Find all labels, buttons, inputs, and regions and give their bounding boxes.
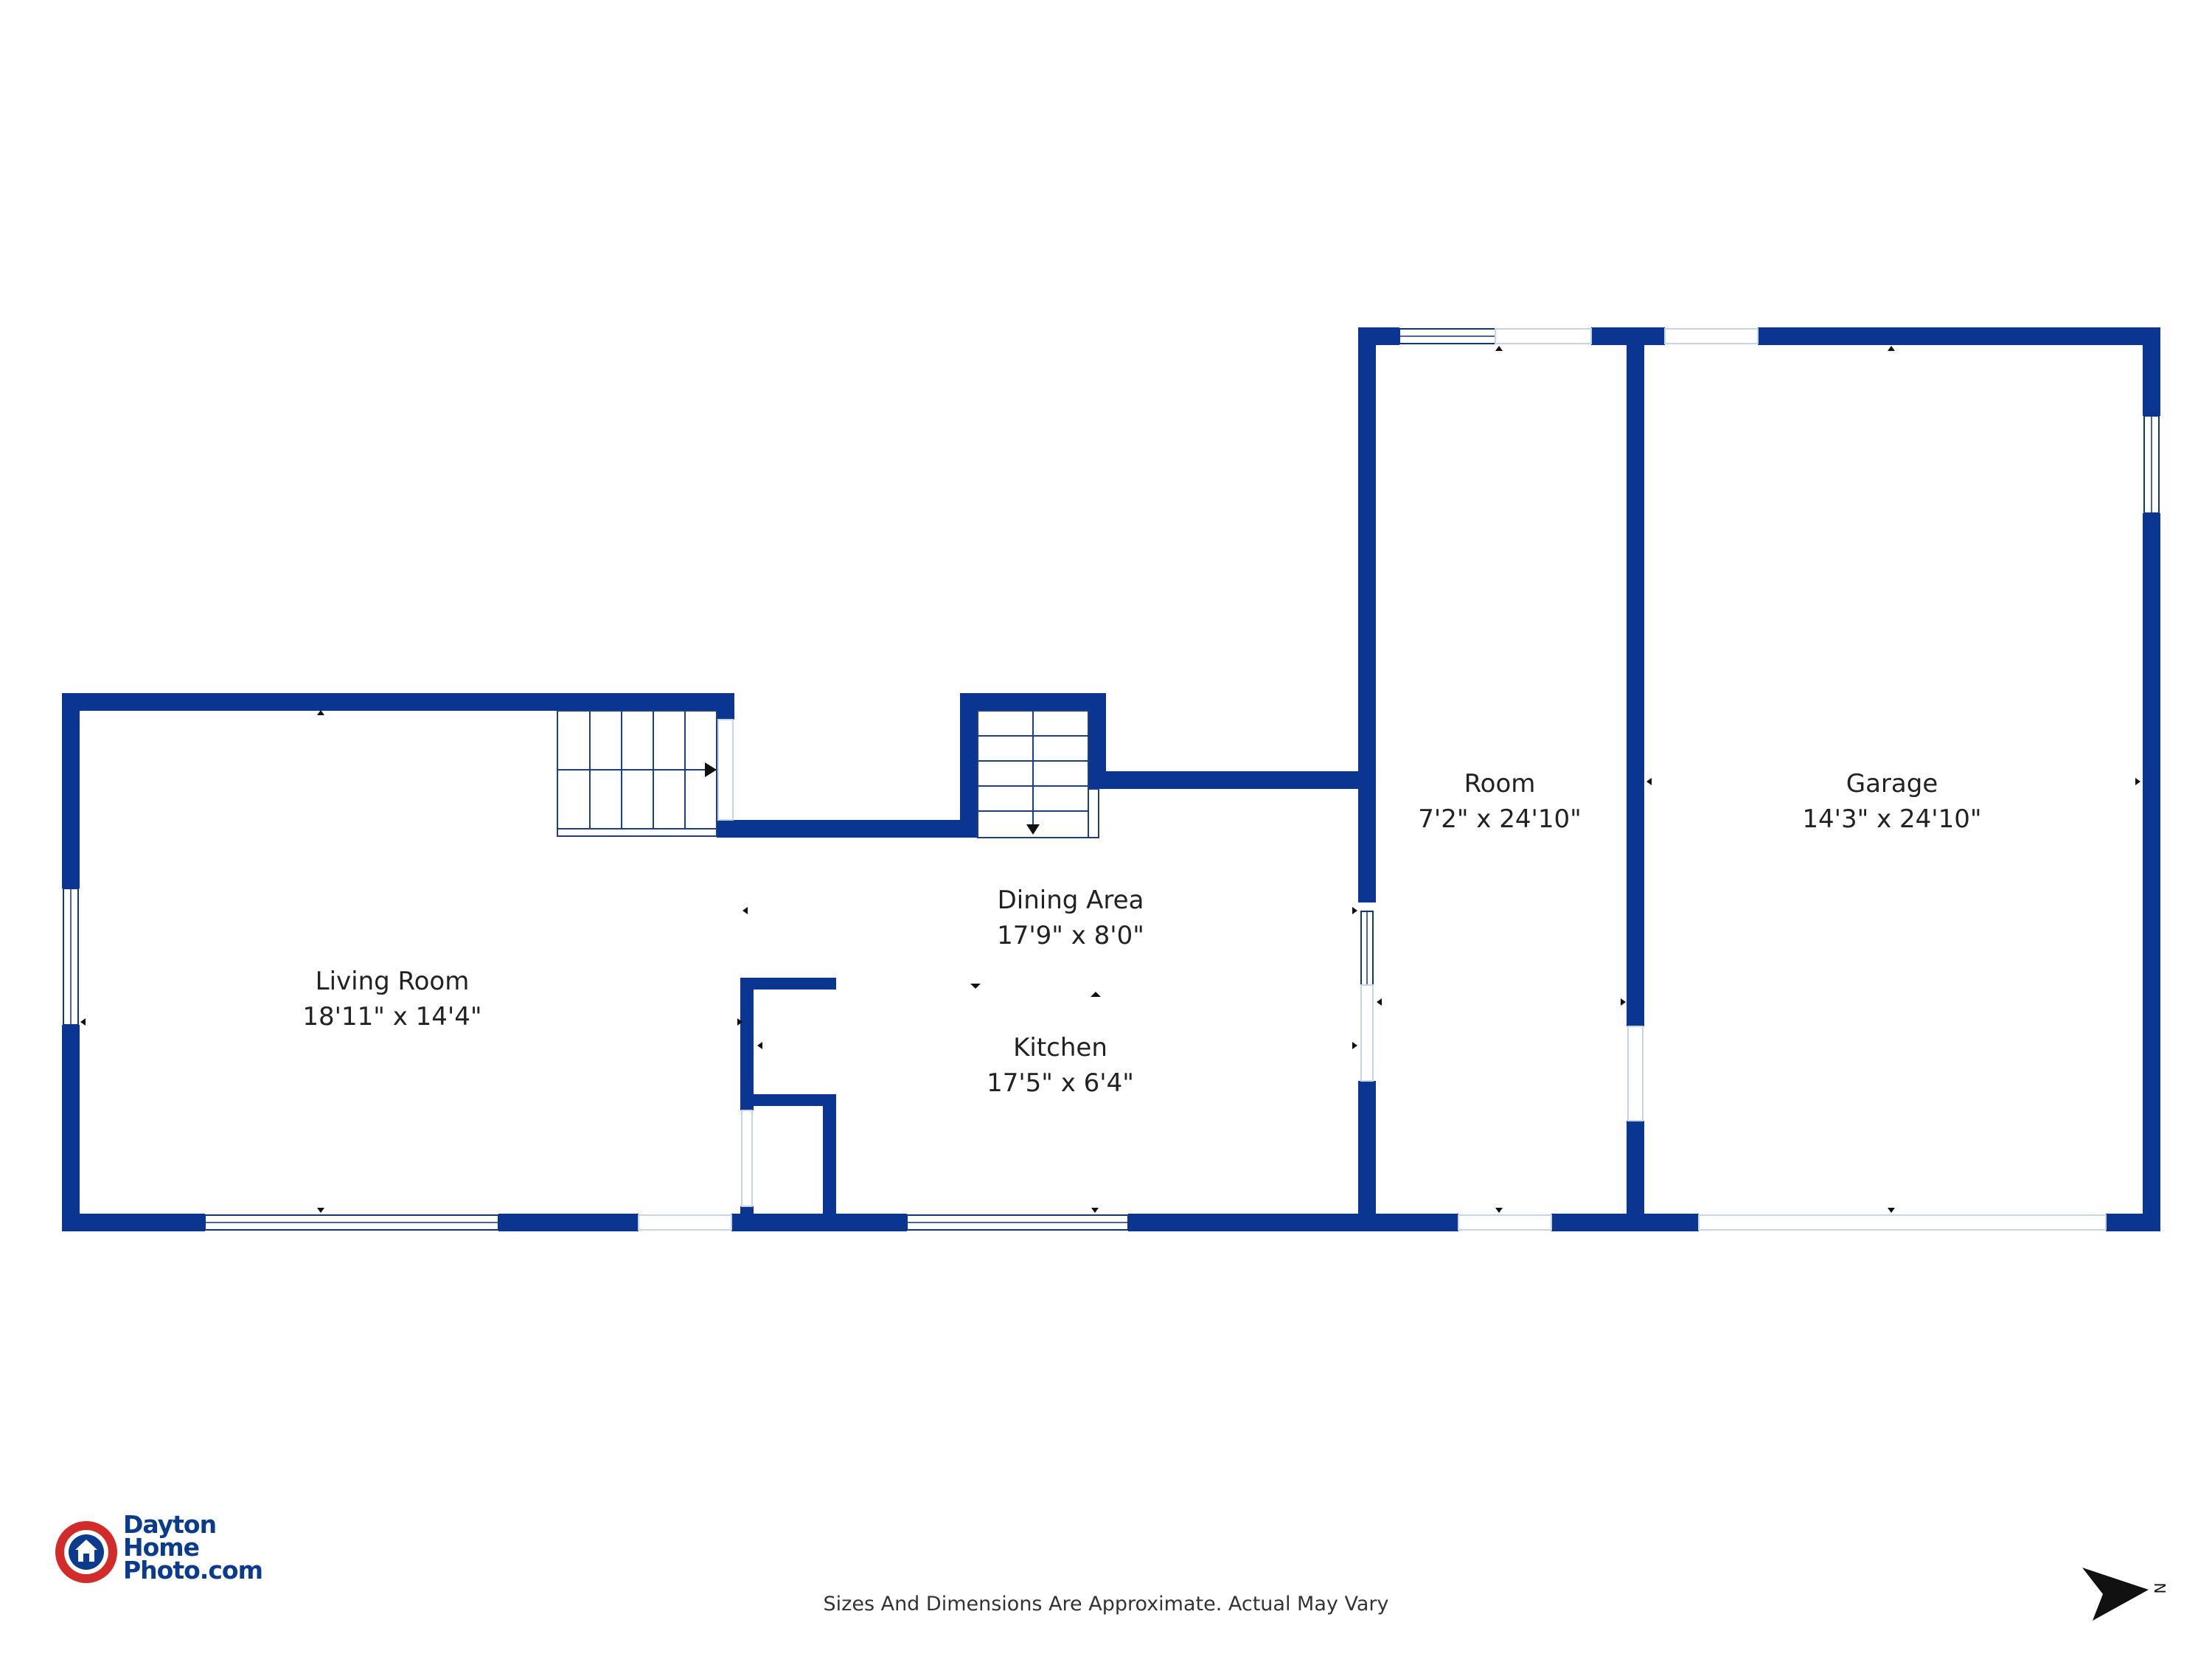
door-stair-right [717,719,734,821]
room-garage-dims: 14'3" x 24'10" [1802,804,1981,834]
wall-room-top-3 [1758,327,2160,345]
logo-line-1: Dayton [123,1510,217,1539]
wall-bottom-2 [498,1214,639,1231]
wall-room-left-lower [1358,1081,1376,1231]
room-garage-name: Garage [1846,769,1938,799]
door-kitchen-left [741,1110,753,1207]
room-room-dims: 7'2" x 24'10" [1418,804,1582,834]
door-garage-bottom [1698,1214,2107,1231]
wall-living-top [62,693,734,711]
doors [638,328,2107,1231]
wall-garage-right-lower [2143,513,2160,1231]
wall-kitchen-left [740,978,754,1110]
dimension-markers [80,346,2140,1213]
wall-kitchen-closet-right [823,1094,836,1231]
door-room-bottom [1458,1214,1552,1231]
stair-arrow-down-icon [1026,824,1040,835]
stairs-living [557,710,717,837]
stair-arrow-icon [705,762,717,777]
wall-room-left-upper [1358,327,1376,902]
north-arrow-icon: N [2082,1568,2168,1621]
door-room-left [1360,984,1374,1082]
wall-divider-upper [1627,327,1644,1026]
room-dining-dims: 17'9" x 8'0" [997,921,1144,950]
door-room-top [1495,328,1592,344]
wall-living-left-upper [62,693,80,888]
wall-garage-right-upper [2143,327,2160,416]
wall-connector-b [1088,771,1368,789]
wall-kitchen-closet [740,1094,836,1106]
door-divider [1627,1026,1644,1121]
door-living-bottom [638,1214,732,1231]
logo-line-3: Photo.com [123,1556,263,1585]
room-living-name: Living Room [316,967,470,996]
wall-bottom-3 [731,1214,907,1231]
wall-divider-lower [1627,1121,1644,1231]
wall-bottom-1 [62,1214,205,1231]
room-living-dims: 18'11" x 14'4" [302,1002,481,1032]
logo-text: Dayton Home Photo.com [123,1510,263,1585]
camera-house-icon [55,1521,117,1583]
logo-line-2: Home [123,1533,200,1562]
wall-kitchen-top [740,978,836,990]
room-room-name: Room [1464,769,1536,799]
compass: N [2079,1563,2168,1630]
wall-bottom-4 [1128,1214,1458,1231]
wall-bottom-5 [1551,1214,1699,1231]
door-garage-top [1664,328,1759,344]
wall-stair2-top [960,693,1106,711]
brand-logo: Dayton Home Photo.com [53,1510,296,1594]
wall-living-left-lower [62,1025,80,1231]
wall-stair2-left [960,693,978,838]
room-kitchen-dims: 17'5" x 6'4" [987,1068,1134,1098]
stairs-kitchen [977,710,1099,838]
wall-stair-right [717,693,734,720]
wall-stair2-right [1088,693,1106,783]
room-labels: Living Room 18'11" x 14'4" Dining Area 1… [302,769,1981,1098]
wall-kitchen-lower-left [740,1206,754,1231]
north-label: N [2151,1583,2168,1594]
room-kitchen-name: Kitchen [1013,1033,1107,1062]
disclaimer-text: Sizes And Dimensions Are Approximate. Ac… [823,1593,1389,1615]
wall-connector-a [717,820,963,838]
walls [62,327,2160,1231]
room-dining-name: Dining Area [998,886,1144,915]
